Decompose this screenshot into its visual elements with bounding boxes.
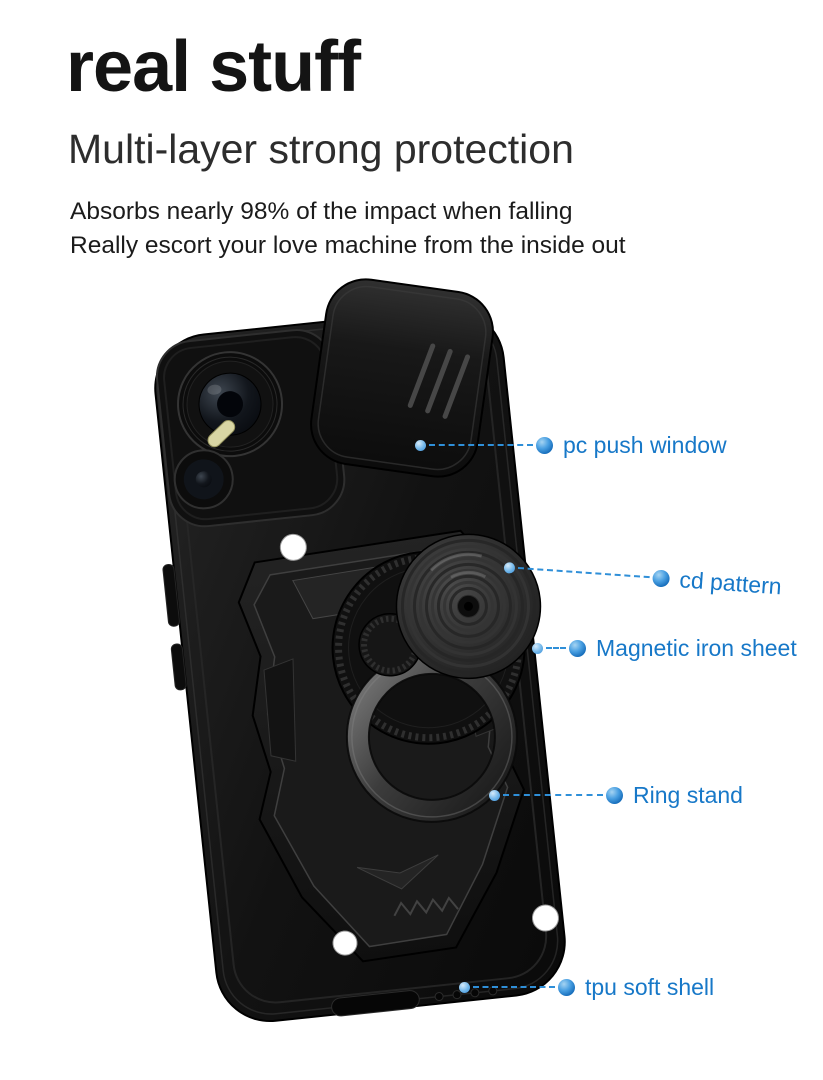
screw-hole [279,533,307,561]
callout-anchor-dot [489,789,500,801]
callout-anchor-dot [532,642,543,654]
callout-dash-line [546,647,566,649]
camera-flash [207,420,236,448]
callout-ball-dot [606,786,623,804]
callout-ball-dot [536,436,553,454]
callout-dash-line [429,444,533,446]
callout-anchor-dot [503,561,516,574]
volume-button [162,563,180,627]
callout-anchor-dot [415,439,426,451]
callout-magnetic-iron-sheet: Magnetic iron sheet [532,635,797,661]
description-line-2: Really escort your love machine from the… [70,232,626,259]
power-button [170,643,187,691]
screw-hole [332,930,358,956]
callout-dash-line [473,986,555,988]
description-line-1: Absorbs nearly 98% of the impact when fa… [70,198,573,225]
callout-ball-dot [569,639,586,657]
texture-zigzag [393,896,459,917]
callout-label-pc-push-window: pc push window [563,431,727,458]
callout-ball-dot [652,568,671,588]
callout-dash-line [503,794,603,796]
callout-label-ring-stand: Ring stand [633,781,743,808]
callout-label-tpu-soft-shell: tpu soft shell [585,973,715,1000]
callout-ball-dot [558,978,575,996]
camera-slide-cover [310,278,494,478]
callout-tpu-soft-shell: tpu soft shell [459,974,714,1000]
callout-ring-stand: Ring stand [489,782,743,808]
cover-grip-lines [407,343,471,419]
callout-dash-line [517,566,650,579]
bottom-port [331,986,498,1017]
callout-pc-push-window: pc push window [415,432,727,458]
camera-lens-large [177,351,284,458]
page-title: real stuff [66,27,361,107]
callout-anchor-dot [459,981,470,993]
camera-module [155,329,346,528]
camera-lens-small [173,449,234,510]
page-subtitle: Multi-layer strong protection [68,126,574,172]
screw-hole [531,904,559,932]
callout-label-magnetic-iron-sheet: Magnetic iron sheet [596,634,797,661]
